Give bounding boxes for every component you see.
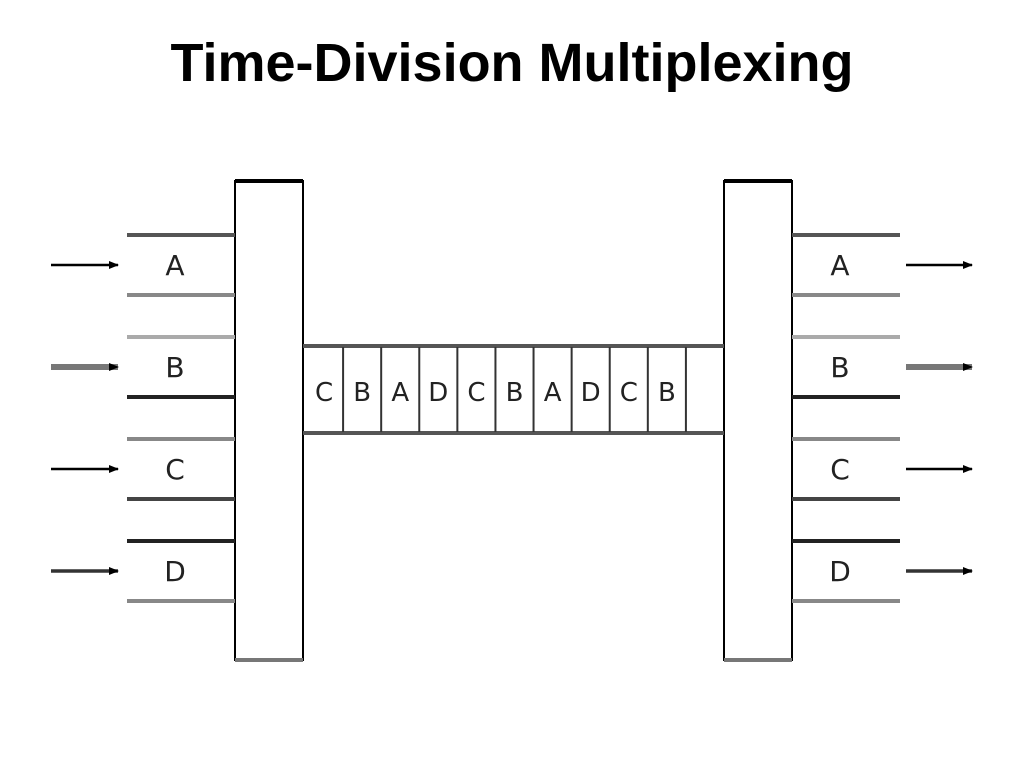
time-slot: B <box>353 347 383 432</box>
output-channel-label: B <box>830 351 849 384</box>
time-slot: B <box>658 347 687 432</box>
demultiplexer-box <box>723 179 793 662</box>
input-channel-a: A <box>51 233 235 297</box>
input-channel-label: D <box>164 555 186 588</box>
output-channel-b: B <box>792 335 973 399</box>
multiplexer-box <box>234 179 304 662</box>
output-channel-label: D <box>829 555 851 588</box>
time-slot-label: D <box>581 378 601 408</box>
time-slot: D <box>428 347 459 432</box>
input-channel-label: C <box>165 453 185 486</box>
time-slot: B <box>506 347 535 432</box>
output-channel-label: A <box>830 249 849 282</box>
time-slot-label: D <box>428 378 448 408</box>
output-channels: A B C D <box>792 233 973 603</box>
output-channel-c: C <box>792 437 973 501</box>
time-slot-label: B <box>506 378 524 408</box>
input-channel-d: D <box>51 539 235 603</box>
time-slot: C <box>315 347 345 432</box>
time-slot-label: A <box>391 378 409 408</box>
time-slot-label: A <box>544 378 562 408</box>
transmission-link <box>303 344 724 435</box>
output-channel-a: A <box>792 233 973 297</box>
input-channel-label: B <box>165 351 184 384</box>
input-channels: A B C D <box>51 233 235 603</box>
time-slot-label: C <box>620 378 638 408</box>
time-slot-label: B <box>658 378 676 408</box>
time-slot: C <box>467 347 497 432</box>
time-slot: A <box>544 347 573 432</box>
input-channel-b: B <box>51 335 235 399</box>
time-slot: D <box>581 347 611 432</box>
output-channel-d: D <box>792 539 973 603</box>
time-slot: A <box>391 347 421 432</box>
time-slot-label: C <box>315 378 333 408</box>
output-channel-label: C <box>830 453 850 486</box>
slide-title: Time-Division Multiplexing <box>170 33 854 93</box>
time-slot-label: C <box>467 378 485 408</box>
time-slot-label: B <box>353 378 371 408</box>
input-channel-label: A <box>165 249 184 282</box>
input-channel-c: C <box>51 437 235 501</box>
time-slot: C <box>620 347 649 432</box>
